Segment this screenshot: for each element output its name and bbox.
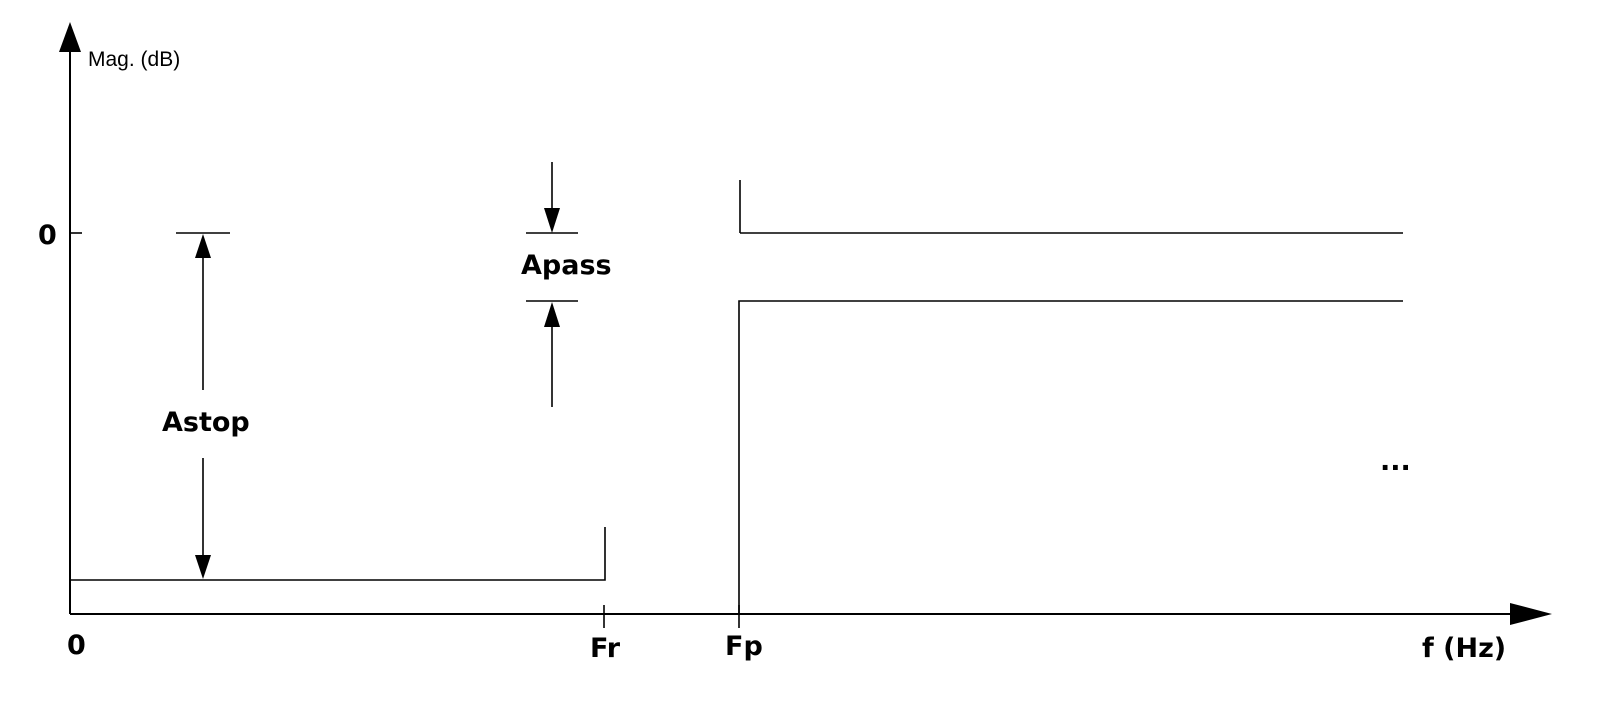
astop-arrow-up-head (195, 234, 211, 258)
x-tick-fr-label: Fr (590, 633, 621, 664)
apass-label: Apass (521, 250, 612, 281)
y-axis-arrowhead (59, 22, 81, 52)
x-tick-zero-label: 0 (67, 630, 86, 661)
y-axis-label: Mag. (dB) (88, 48, 180, 71)
astop-label: Astop (162, 407, 250, 438)
continuation-ellipsis: ... (1380, 446, 1411, 477)
passband-lower-line (738, 300, 1403, 614)
x-axis-arrowhead (1510, 603, 1552, 625)
y-tick-zero-label: 0 (38, 220, 57, 251)
apass-arrow-down-head (544, 208, 560, 233)
x-axis-label: f (Hz) (1422, 633, 1506, 664)
apass-arrow-up-head (544, 302, 560, 327)
x-tick-fp-label: Fp (725, 631, 763, 662)
astop-arrow-down-head (195, 555, 211, 579)
stopband-limit-line (70, 527, 606, 581)
